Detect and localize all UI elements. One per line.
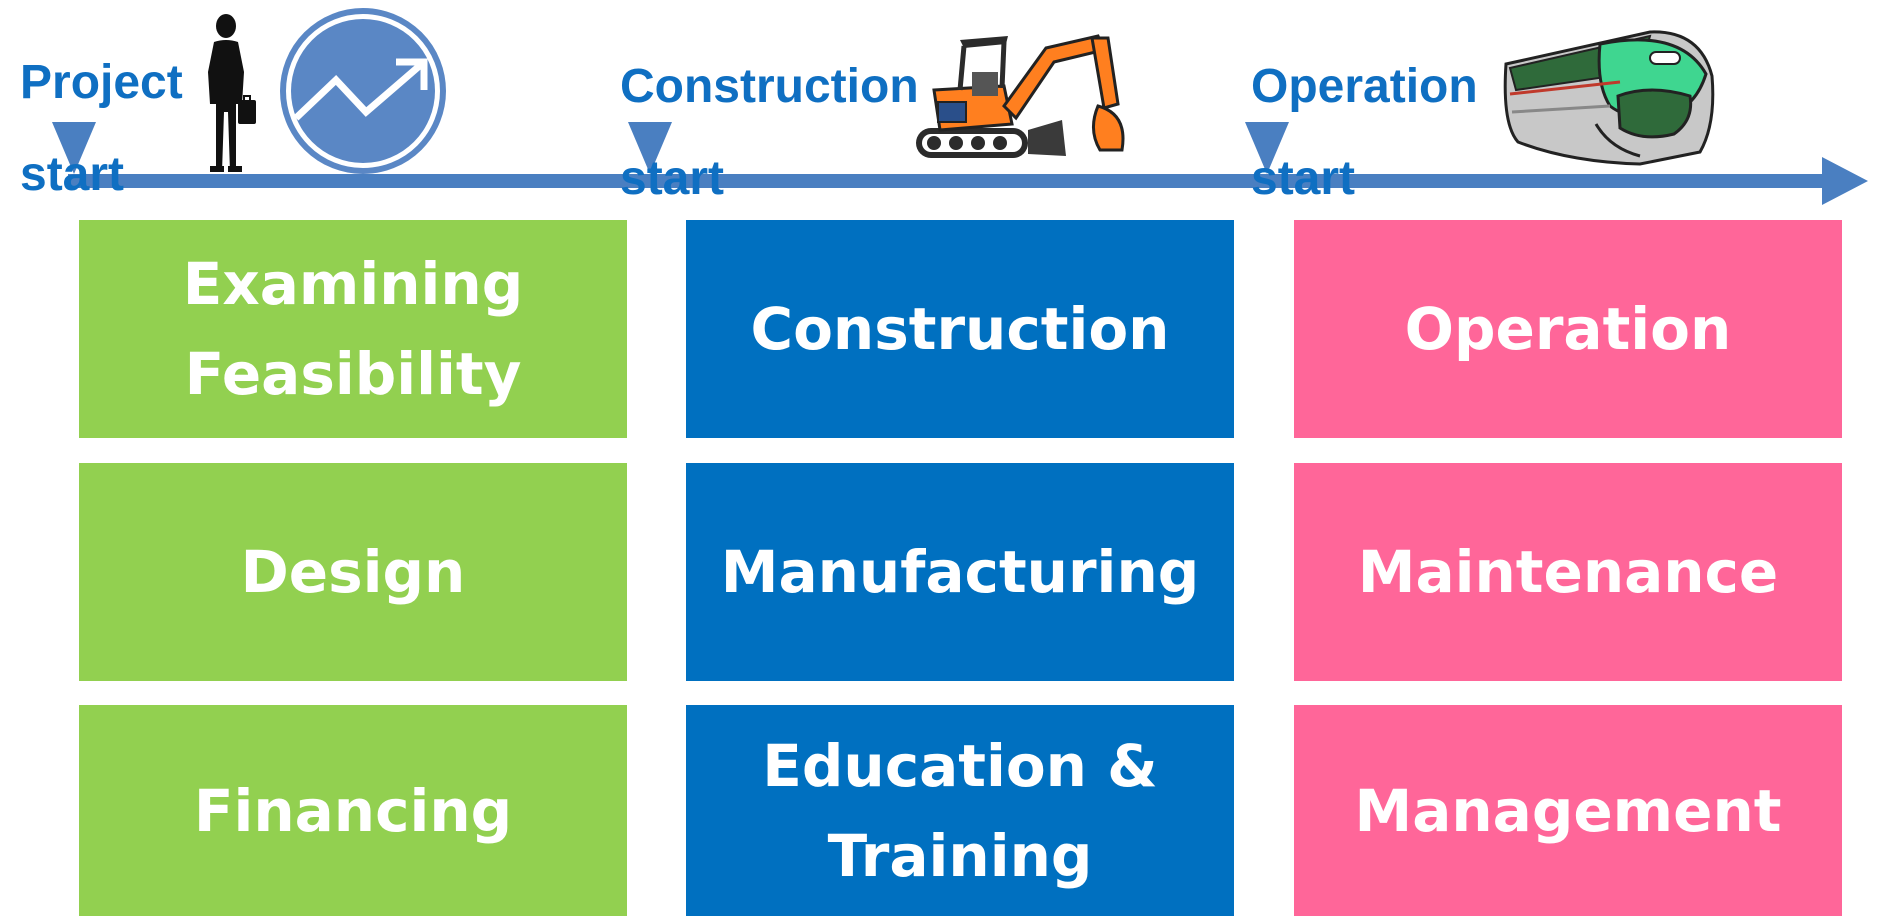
phase-box-design: Design [79, 463, 627, 681]
milestone-label-operation: Operation start [1251, 18, 1478, 248]
businessman-icon [200, 12, 262, 172]
milestone-label-line1: Operation [1251, 60, 1478, 113]
phase-box-manufacturing: Manufacturing [686, 463, 1234, 681]
timeline-arrowhead [1822, 157, 1868, 205]
milestone-label-project: Project start [20, 14, 183, 244]
phase-label: Design [240, 538, 466, 606]
excavator-icon [912, 28, 1130, 168]
growth-chart-icon [280, 8, 446, 174]
phase-label: Financing [193, 776, 513, 845]
phase-label: Operation [1404, 295, 1732, 363]
milestone-label-line1: Construction [620, 60, 919, 113]
phase-box-examining-feasibility: Examining Feasibility [79, 220, 627, 438]
phase-box-operation: Operation [1294, 220, 1842, 438]
phase-label: Maintenance [1357, 538, 1779, 606]
phase-box-construction: Construction [686, 220, 1234, 438]
phase-box-financing: Financing [79, 705, 627, 916]
timeline-axis [68, 174, 1838, 188]
milestone-label-line2: start [20, 148, 125, 201]
phase-label: Examining Feasibility [182, 250, 524, 408]
phase-label: Management [1354, 776, 1782, 845]
milestone-label-construction: Construction start [620, 18, 919, 248]
phase-box-management: Management [1294, 705, 1842, 916]
phase-label: Construction [750, 295, 1170, 363]
phase-box-maintenance: Maintenance [1294, 463, 1842, 681]
milestone-label-line2: start [1251, 152, 1356, 205]
milestone-label-line2: start [620, 152, 725, 205]
phase-label: Manufacturing [720, 538, 1200, 606]
milestone-label-line1: Project [20, 56, 183, 109]
phase-box-education-training: Education & Training [686, 705, 1234, 916]
bullet-train-icon [1500, 24, 1718, 170]
phase-label: Education & Training [762, 731, 1158, 890]
